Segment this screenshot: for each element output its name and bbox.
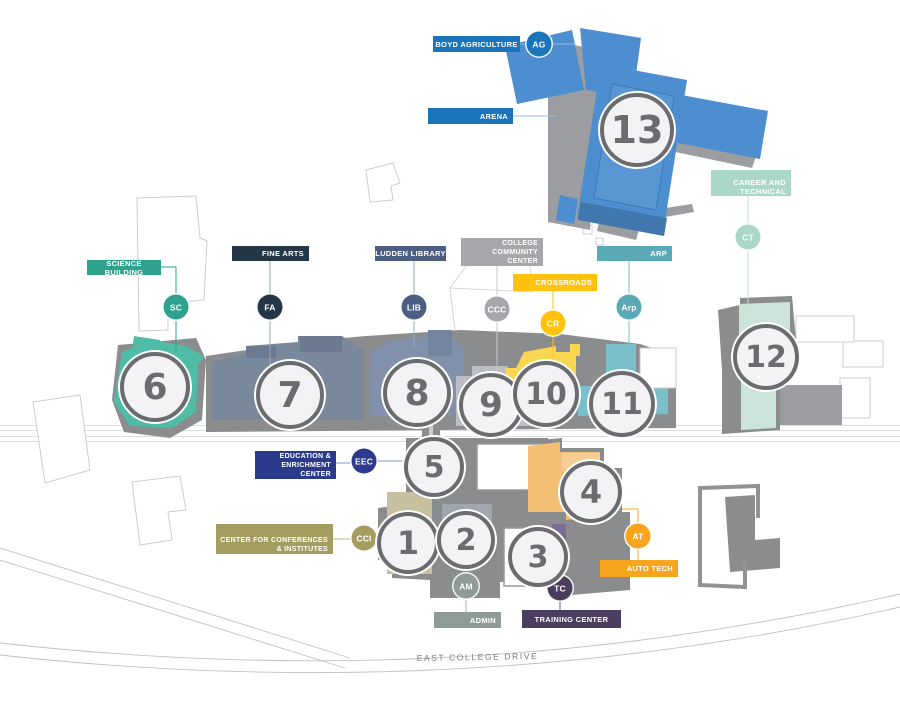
label-college-community-center[interactable]: COLLEGE COMMUNITY CENTER xyxy=(461,238,543,266)
label-arp[interactable]: ARP xyxy=(597,246,672,261)
abbr-marker-at[interactable]: AT xyxy=(625,523,651,549)
building-marker-1[interactable]: 1 xyxy=(377,512,439,574)
label-line: & INSTITUTES xyxy=(276,546,328,553)
abbr-marker-ag[interactable]: AG xyxy=(526,31,552,57)
building-marker-11[interactable]: 11 xyxy=(589,371,655,437)
building-marker-4[interactable]: 4 xyxy=(560,461,622,523)
abbr-marker-arp[interactable]: Arp xyxy=(616,294,642,320)
label-science-building[interactable]: SCIENCE BUILDING xyxy=(87,259,161,277)
abbr-marker-cr[interactable]: CR xyxy=(540,310,566,336)
label-training-center[interactable]: TRAINING CENTER xyxy=(522,610,621,628)
abbr-marker-cci[interactable]: CCI xyxy=(351,525,377,551)
background-outlines xyxy=(32,162,884,546)
building-marker-12[interactable]: 12 xyxy=(733,324,799,390)
building-marker-2[interactable]: 2 xyxy=(437,511,495,569)
label-ludden-library[interactable]: LUDDEN LIBRARY xyxy=(375,246,446,261)
label-auto-tech[interactable]: AUTO TECH xyxy=(600,560,678,577)
right-campus-outline xyxy=(698,483,760,590)
label-admin[interactable]: ADMIN xyxy=(434,612,501,628)
building-marker-3[interactable]: 3 xyxy=(508,527,568,587)
building-13-wing-right[interactable] xyxy=(668,94,768,159)
label-boyd-agriculture[interactable]: BOYD AGRICULTURE xyxy=(433,36,520,52)
abbr-marker-ct[interactable]: CT xyxy=(735,224,761,250)
label-line: CAREER AND xyxy=(733,178,786,187)
abbr-marker-eec[interactable]: EEC xyxy=(351,448,377,474)
label-line: TECHNICAL xyxy=(739,187,786,196)
label-education-enrichment-center[interactable]: EDUCATION & ENRICHMENT CENTER xyxy=(255,451,336,479)
abbr-marker-fa[interactable]: FA xyxy=(257,294,283,320)
building-marker-8[interactable]: 8 xyxy=(383,359,451,427)
building-marker-9[interactable]: 9 xyxy=(459,373,523,437)
abbr-marker-sc[interactable]: SC xyxy=(163,294,189,320)
leader-lines xyxy=(161,43,749,612)
abbr-marker-ccc[interactable]: CCC xyxy=(484,296,510,322)
building-marker-10[interactable]: 10 xyxy=(513,361,579,427)
label-crossroads[interactable]: CROSSROADS xyxy=(513,274,597,291)
building-marker-6[interactable]: 6 xyxy=(120,352,190,422)
building-marker-13[interactable]: 13 xyxy=(600,93,674,167)
label-line: CENTER FOR CONFERENCES xyxy=(220,537,328,544)
label-line: ENRICHMENT CENTER xyxy=(281,462,331,478)
road-east-college-drive xyxy=(0,547,900,674)
label-career-technical[interactable]: CAREER AND TECHNICAL xyxy=(711,170,791,196)
label-line: EDUCATION & xyxy=(279,453,331,460)
label-line: COMMUNITY CENTER xyxy=(492,249,538,265)
abbr-marker-am[interactable]: AM xyxy=(453,573,479,599)
abbr-marker-lib[interactable]: LIB xyxy=(401,294,427,320)
building-marker-5[interactable]: 5 xyxy=(404,437,464,497)
label-line: COLLEGE xyxy=(502,240,538,247)
label-center-conferences-institutes[interactable]: CENTER FOR CONFERENCES & INSTITUTES xyxy=(216,524,333,554)
building-marker-7[interactable]: 7 xyxy=(256,361,324,429)
building-13-wing-a[interactable] xyxy=(505,30,584,104)
label-fine-arts[interactable]: FINE ARTS xyxy=(232,246,309,261)
label-arena[interactable]: ARENA xyxy=(428,108,513,124)
